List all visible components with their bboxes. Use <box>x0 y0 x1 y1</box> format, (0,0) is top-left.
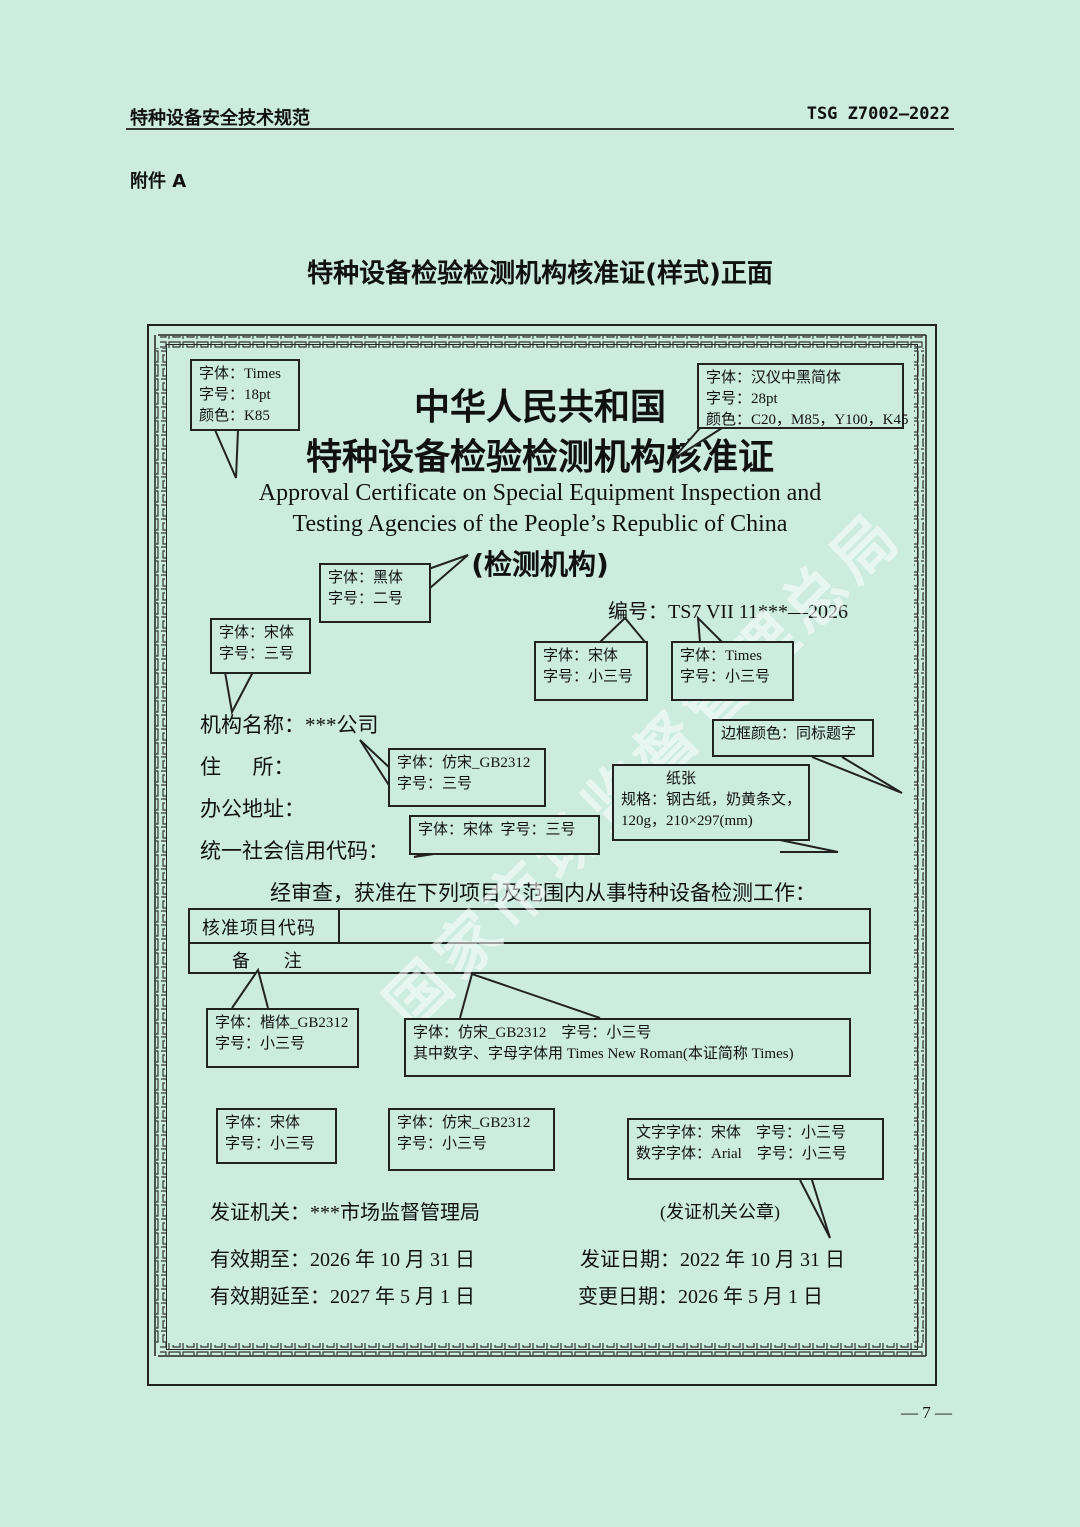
page-number: — 7 — <box>901 1403 952 1422</box>
certificate-subtitle: (检测机构) <box>471 548 609 581</box>
approval-statement: 经审查，获准在下列项目及范围内从事特种设备检测工作： <box>270 881 816 905</box>
annotation-table-value-font: 字体：仿宋_GB2312 字号：小三号 其中数字、字母字体用 Times New… <box>404 1018 851 1077</box>
header-right: TSG Z7002—2022 <box>806 104 950 124</box>
field-org-name: 机构名称：***公司 <box>200 713 379 737</box>
issuer: 发证机关：***市场监督管理局 <box>210 1202 480 1224</box>
annex-label: 附件 A <box>130 171 187 192</box>
certificate-number: 编号：TS7 VII 11***—2026 <box>608 601 848 623</box>
annotation-credit-code-font: 字体：宋体 字号：三号 <box>409 815 600 855</box>
field-credit-code: 统一社会信用代码： <box>200 839 389 863</box>
annotation-field-label-font: 字体：宋体 字号：三号 <box>210 618 311 674</box>
annotation-paper-spec: 纸张 规格：钢古纸，奶黄条文， 120g，210×297(mm) <box>612 764 810 841</box>
certificate-title-line1: 中华人民共和国 <box>413 387 666 428</box>
field-residence: 住 所： <box>200 755 295 779</box>
page-title: 特种设备检验检测机构核准证(样式)正面 <box>307 259 773 289</box>
approval-table: 核准项目代码 备 注 <box>188 908 871 974</box>
issue-date: 发证日期：2022 年 10 月 31 日 <box>580 1249 845 1271</box>
annotation-number-label-font: 字体：宋体 字号：小三号 <box>534 641 648 701</box>
valid-until: 有效期至：2026 年 10 月 31 日 <box>210 1249 475 1271</box>
annotation-issuer-value-font: 字体：仿宋_GB2312 字号：小三号 <box>388 1108 555 1171</box>
annotation-english-title-font: 字体：Times 字号：18pt 颜色：K85 <box>190 359 300 431</box>
annotation-subtitle-font: 字体：黑体 字号：二号 <box>319 563 431 623</box>
english-title-line1: Approval Certificate on Special Equipmen… <box>258 480 822 506</box>
annotation-border-color: 边框颜色：同标题字 <box>712 719 874 757</box>
header-left: 特种设备安全技术规范 <box>130 108 310 129</box>
valid-extended: 有效期延至：2027 年 5 月 1 日 <box>210 1286 475 1308</box>
seal-placeholder: (发证机关公章) <box>660 1202 780 1222</box>
annotation-number-value-font: 字体：Times 字号：小三号 <box>671 641 794 701</box>
certificate-frame <box>147 324 937 1386</box>
table-divider <box>338 910 340 942</box>
table-row <box>190 910 869 944</box>
field-office: 办公地址： <box>200 797 305 821</box>
annotation-date-font: 文字字体：宋体 字号：小三号 数字字体：Arial 字号：小三号 <box>627 1118 884 1180</box>
annotation-issuer-label-font: 字体：宋体 字号：小三号 <box>216 1108 337 1164</box>
table-cell-item-code: 核准项目代码 <box>202 918 316 939</box>
annotation-table-label-font: 字体：楷体_GB2312 字号：小三号 <box>206 1008 359 1068</box>
table-cell-remarks: 备 注 <box>232 951 316 972</box>
change-date: 变更日期：2026 年 5 月 1 日 <box>578 1286 823 1308</box>
annotation-chinese-title-font: 字体：汉仪中黑简体 字号：28pt 颜色：C20，M85，Y100，K45 <box>697 363 909 429</box>
header-rule <box>126 128 954 130</box>
annotation-field-value-font: 字体：仿宋_GB2312 字号：三号 <box>388 748 546 807</box>
english-title-line2: Testing Agencies of the People’s Republi… <box>292 511 788 537</box>
